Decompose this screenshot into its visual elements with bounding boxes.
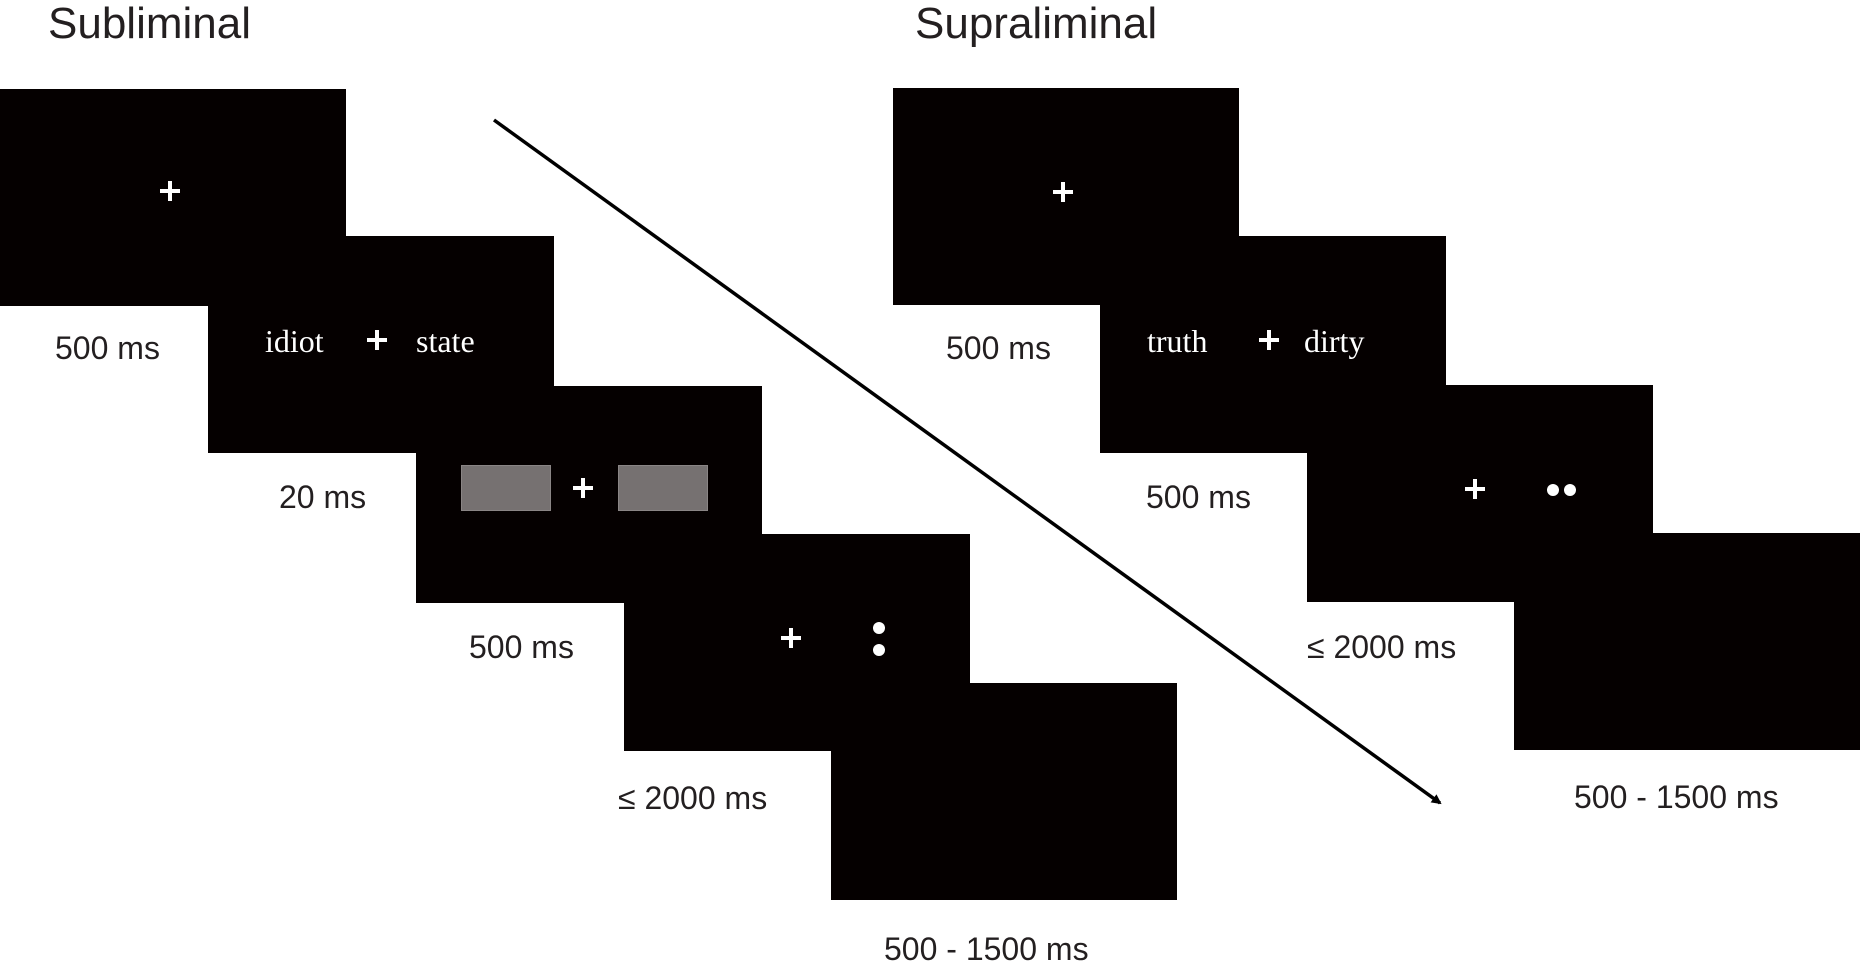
probe-dot-right xyxy=(1564,484,1576,496)
subliminal-prime-duration: 20 ms xyxy=(279,479,367,515)
word-right: dirty xyxy=(1304,323,1365,359)
fixation-cross xyxy=(781,628,801,648)
subliminal-fixation-duration: 500 ms xyxy=(55,330,160,366)
probe-dot-bottom xyxy=(873,644,885,656)
supraliminal-fixation-duration: 500 ms xyxy=(946,330,1051,366)
probe-dot-left xyxy=(1547,484,1559,496)
subliminal-probe-duration: ≤ 2000 ms xyxy=(618,780,768,816)
right-mask xyxy=(618,465,708,511)
probe-dot-top xyxy=(873,622,885,634)
subliminal-blank-screen xyxy=(831,683,1177,900)
fixation-cross xyxy=(1259,330,1279,350)
supraliminal-heading: Supraliminal xyxy=(915,0,1158,48)
fixation-cross xyxy=(1465,479,1485,499)
left-mask xyxy=(461,465,551,511)
prime-left-word: idiot xyxy=(265,323,324,359)
subliminal-mask-duration: 500 ms xyxy=(469,629,574,665)
supraliminal-probe-duration: ≤ 2000 ms xyxy=(1307,629,1457,665)
word-left: truth xyxy=(1147,323,1208,359)
subliminal-iti-duration: 500 - 1500 ms xyxy=(884,931,1089,967)
supraliminal-blank-screen xyxy=(1514,533,1860,750)
fixation-cross xyxy=(573,478,593,498)
fixation-cross xyxy=(1053,182,1073,202)
supraliminal-iti-duration: 500 - 1500 ms xyxy=(1574,779,1779,815)
fixation-cross xyxy=(160,181,180,201)
prime-right-word: state xyxy=(416,323,475,359)
supraliminal-word-duration: 500 ms xyxy=(1146,479,1251,515)
fixation-cross xyxy=(367,330,387,350)
subliminal-heading: Subliminal xyxy=(48,0,251,48)
time-arrow-line xyxy=(492,118,1442,805)
